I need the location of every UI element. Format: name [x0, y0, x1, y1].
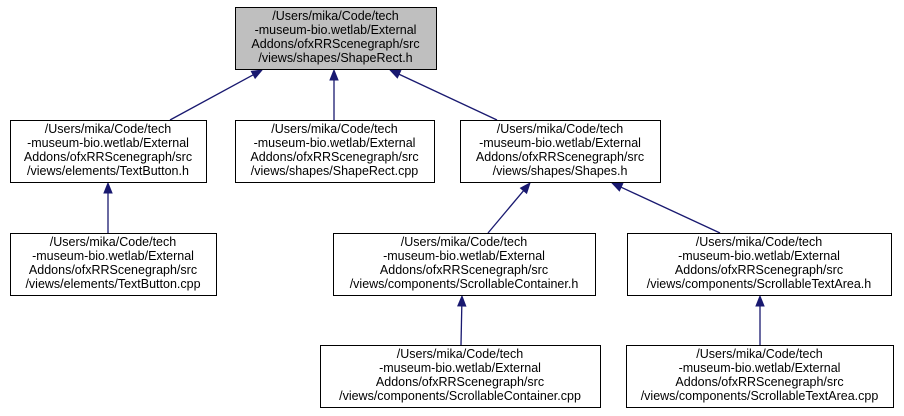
edge-n2-to-n0: [329, 68, 339, 120]
file-node[interactable]: /Users/mika/Code/tech-museum-bio.wetlab/…: [235, 120, 435, 183]
node-label-line: /Users/mika/Code/tech: [272, 9, 398, 23]
edge-line: [169, 74, 254, 121]
edge-n4-to-n1: [103, 181, 113, 233]
edge-arrowhead: [755, 294, 765, 307]
node-box: [235, 7, 437, 70]
node-label-line: /Users/mika/Code/tech: [271, 122, 397, 136]
node-box: [10, 233, 217, 296]
node-label-line: -museum-bio.wetlab/External: [255, 23, 417, 37]
file-node[interactable]: /Users/mika/Code/tech-museum-bio.wetlab/…: [627, 233, 892, 296]
node-label-line: Addons/ofxRRScenegraph/src: [476, 150, 644, 164]
node-label-line: Addons/ofxRRScenegraph/src: [376, 375, 544, 389]
node-label-line: /views/shapes/ShapeRect.cpp: [251, 164, 419, 178]
nodes-layer: /Users/mika/Code/tech-museum-bio.wetlab/…: [10, 7, 894, 408]
edge-line: [460, 305, 463, 346]
edge-arrowhead: [250, 69, 264, 80]
node-box: [320, 345, 601, 408]
node-label-line: -museum-bio.wetlab/External: [383, 249, 545, 263]
file-node[interactable]: /Users/mika/Code/tech-museum-bio.wetlab/…: [333, 233, 596, 296]
node-label-line: Addons/ofxRRScenegraph/src: [29, 263, 197, 277]
node-label-line: Addons/ofxRRScenegraph/src: [24, 150, 192, 164]
node-label-line: /Users/mika/Code/tech: [497, 122, 623, 136]
node-label-line: -museum-bio.wetlab/External: [379, 361, 541, 375]
node-box: [235, 120, 435, 183]
edge-n5-to-n3: [487, 181, 531, 234]
file-node[interactable]: /Users/mika/Code/tech-museum-bio.wetlab/…: [460, 120, 661, 183]
node-box: [626, 345, 894, 408]
node-label-line: -museum-bio.wetlab/External: [678, 249, 840, 263]
edge-arrowhead: [610, 182, 624, 192]
node-label-line: /Users/mika/Code/tech: [45, 122, 171, 136]
node-label-line: /Users/mika/Code/tech: [50, 235, 176, 249]
file-node[interactable]: /Users/mika/Code/tech-museum-bio.wetlab/…: [626, 345, 894, 408]
node-label-line: /views/components/ScrollableTextArea.h: [647, 277, 871, 291]
file-node[interactable]: /Users/mika/Code/tech-museum-bio.wetlab/…: [10, 120, 207, 183]
edge-arrowhead: [103, 181, 113, 194]
edge-arrowhead: [457, 294, 467, 307]
node-label-line: Addons/ofxRRScenegraph/src: [251, 37, 419, 51]
file-node[interactable]: /Users/mika/Code/tech-museum-bio.wetlab/…: [10, 233, 217, 296]
node-label-line: /Users/mika/Code/tech: [397, 347, 523, 361]
node-label-line: /views/components/ScrollableContainer.cp…: [339, 389, 581, 403]
node-label-line: Addons/ofxRRScenegraph/src: [675, 263, 843, 277]
node-label-line: /Users/mika/Code/tech: [696, 235, 822, 249]
node-label-line: /views/shapes/ShapeRect.h: [258, 51, 412, 65]
node-label-line: /views/components/ScrollableTextArea.cpp: [641, 389, 879, 403]
edge-n1-to-n0: [169, 69, 264, 121]
edges-layer: [103, 68, 765, 346]
edge-arrowhead: [519, 181, 531, 195]
node-box: [627, 233, 892, 296]
node-label-line: -museum-bio.wetlab/External: [679, 361, 841, 375]
file-node[interactable]: /Users/mika/Code/tech-museum-bio.wetlab/…: [320, 345, 601, 408]
node-label-line: Addons/ofxRRScenegraph/src: [675, 375, 843, 389]
node-label-line: /Users/mika/Code/tech: [696, 347, 822, 361]
node-label-line: /views/shapes/Shapes.h: [493, 164, 628, 178]
node-label-line: /views/components/ScrollableContainer.h: [350, 277, 579, 291]
node-label-line: Addons/ofxRRScenegraph/src: [380, 263, 548, 277]
node-label-line: -museum-bio.wetlab/External: [479, 136, 641, 150]
edge-line: [398, 73, 498, 121]
edge-n6-to-n3: [610, 182, 721, 234]
edge-n7-to-n5: [457, 294, 467, 346]
node-box: [10, 120, 207, 183]
node-label-line: -museum-bio.wetlab/External: [254, 136, 416, 150]
node-label-line: /views/elements/TextButton.cpp: [25, 277, 200, 291]
edge-n8-to-n6: [755, 294, 765, 345]
node-label-line: -museum-bio.wetlab/External: [27, 136, 189, 150]
edge-arrowhead: [329, 68, 339, 81]
node-label-line: Addons/ofxRRScenegraph/src: [250, 150, 418, 164]
edge-line: [620, 186, 721, 234]
node-label-line: -museum-bio.wetlab/External: [32, 249, 194, 263]
node-label-line: /views/elements/TextButton.h: [27, 164, 189, 178]
edge-line: [487, 190, 525, 234]
edge-n3-to-n0: [388, 69, 498, 121]
node-box: [333, 233, 596, 296]
edge-arrowhead: [388, 69, 402, 79]
node-label-line: /Users/mika/Code/tech: [401, 235, 527, 249]
root-node: /Users/mika/Code/tech-museum-bio.wetlab/…: [235, 7, 437, 70]
node-box: [460, 120, 661, 183]
